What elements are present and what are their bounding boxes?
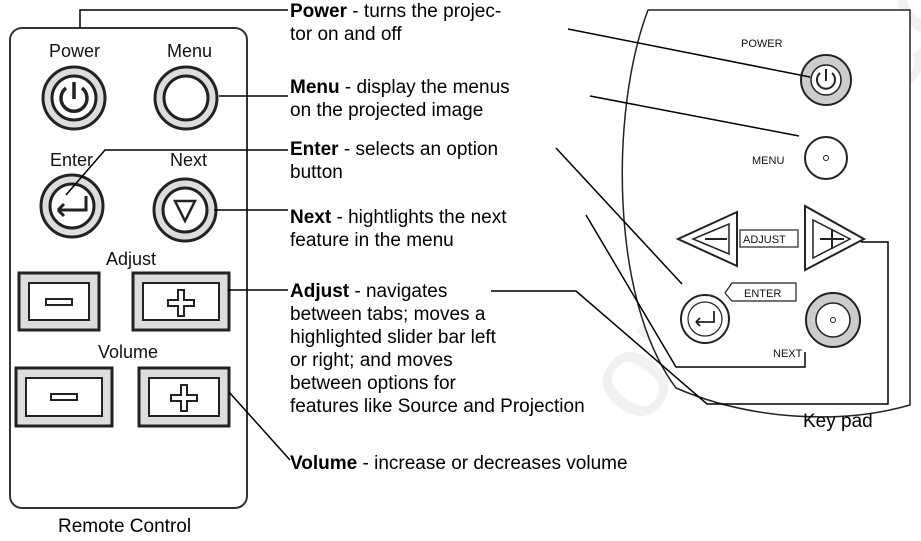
term-volume: Volume [290, 453, 358, 474]
description-adjust-line5: between options for [290, 373, 456, 394]
remote-label-menu: Menu [167, 41, 212, 61]
term-enter: Enter [290, 139, 339, 160]
enter-icon [58, 196, 88, 212]
term-power: Power [290, 1, 348, 22]
keypad-label-next: NEXT [773, 348, 803, 360]
keypad: POWER MENU ADJUST ENTER [621, 9, 911, 418]
remote-control: Power Menu Enter Next Adjust [9, 27, 248, 509]
description-menu: Menu - display the menus on the projecte… [290, 76, 510, 122]
description-adjust-line6: features like Source and Projection [290, 396, 585, 417]
callout-enter-keypad [555, 147, 683, 285]
description-enter-line1: - selects an option [338, 139, 499, 160]
remote-label-power: Power [49, 41, 100, 61]
plus-icon [167, 289, 195, 317]
term-adjust: Adjust [290, 281, 350, 302]
callout-lines [65, 9, 889, 461]
description-next-line1: - hightlights the next [331, 207, 507, 228]
keypad-label-menu: MENU [752, 155, 784, 167]
description-power: Power - turns the projec- tor on and off [290, 0, 501, 46]
description-enter-line2: button [290, 162, 343, 183]
remote-enter-button[interactable] [39, 173, 105, 239]
minus-icon [50, 393, 78, 401]
remote-label-volume: Volume [98, 342, 158, 362]
description-next-line2: feature in the menu [290, 230, 454, 251]
remote-control-caption: Remote Control [58, 516, 192, 537]
remote-label-next: Next [170, 150, 207, 170]
term-next: Next [290, 207, 332, 228]
keypad-menu-button[interactable] [804, 136, 848, 180]
plus-icon [170, 384, 198, 412]
description-next: Next - hightlights the next feature in t… [290, 206, 507, 252]
power-icon [59, 86, 89, 113]
remote-adjust-minus-button[interactable] [17, 271, 101, 332]
triangle-down-icon [172, 199, 198, 224]
plus-icon [820, 229, 844, 249]
keypad-next-button[interactable] [805, 292, 861, 348]
remote-label-adjust: Adjust [106, 249, 156, 269]
minus-icon [45, 298, 73, 306]
description-power-line2: tor on and off [290, 24, 402, 45]
keypad-power-button[interactable] [800, 54, 852, 106]
callout-power-keypad [567, 28, 811, 78]
description-menu-line2: on the projected image [290, 100, 484, 121]
description-adjust-line2: between tabs; moves a [290, 304, 486, 325]
callout-volume-remote [228, 391, 291, 461]
description-menu-line1: - display the menus [339, 77, 510, 98]
power-icon [816, 72, 836, 90]
enter-icon [695, 311, 715, 327]
remote-volume-plus-button[interactable] [137, 366, 231, 428]
keypad-adjust-right-button[interactable] [804, 204, 867, 272]
description-adjust-line4: or right; and moves [290, 350, 453, 371]
keypad-label-power: POWER [741, 38, 783, 50]
description-volume-line1: - increase or decreases volume [357, 453, 628, 474]
term-menu: Menu [290, 77, 340, 98]
remote-menu-button[interactable] [153, 65, 219, 131]
callout-enter-remote [65, 149, 288, 196]
keypad-adjust-label-box [739, 229, 799, 248]
description-adjust: Adjust - navigates between tabs; moves a… [290, 280, 585, 418]
callout-next-keypad [585, 214, 806, 368]
remote-volume-minus-button[interactable] [14, 366, 114, 428]
description-adjust-line3: highlighted slider bar left [290, 327, 496, 348]
callout-power-remote [79, 9, 288, 28]
keypad-label-adjust: ADJUST [743, 234, 786, 246]
keypad-enter-label-box [724, 282, 797, 302]
callout-adjust-keypad [491, 241, 889, 405]
keypad-label-enter: ENTER [744, 288, 781, 300]
keypad-body [621, 9, 911, 418]
callout-menu-keypad [589, 95, 800, 137]
remote-next-button[interactable] [152, 177, 218, 243]
description-volume: Volume - increase or decreases volume [290, 452, 628, 475]
description-enter: Enter - selects an option button [290, 138, 498, 184]
remote-adjust-plus-button[interactable] [131, 271, 231, 332]
keypad-adjust-left-button[interactable] [675, 210, 738, 268]
description-adjust-line1: - navigates [349, 281, 448, 302]
description-power-line1: - turns the projec- [347, 1, 502, 22]
remote-power-button[interactable] [41, 65, 107, 131]
keypad-enter-button[interactable] [680, 294, 730, 344]
remote-label-enter: Enter [50, 150, 93, 170]
keypad-caption: Key pad [803, 411, 873, 432]
